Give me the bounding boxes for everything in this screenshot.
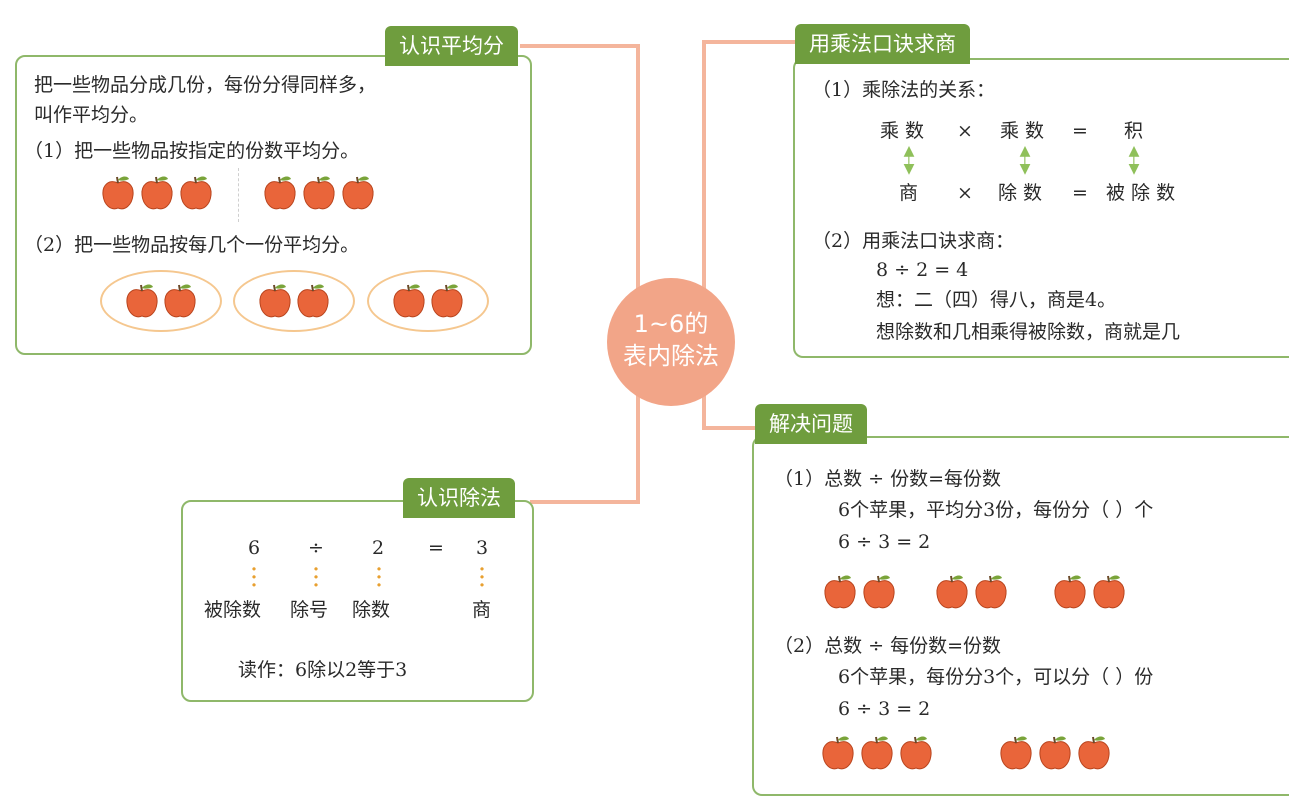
apple-icon [1076, 734, 1112, 772]
sp-item1: （1）总数 ÷ 份数=每份数 [774, 466, 1001, 492]
div-n2: 2 [372, 535, 384, 561]
mq-think: 想：二（四）得八，商是4。 [876, 287, 1116, 313]
apple-icon [340, 174, 376, 212]
mq-row2-b: 除 数 [998, 180, 1042, 206]
mq-row1-eq: = [1072, 118, 1088, 144]
apple-icon [822, 573, 858, 611]
recognize-division-title: 认识除法 [403, 478, 515, 518]
apple-icon [262, 174, 298, 212]
apple-icon [257, 282, 293, 320]
mq-item2: （2）用乘法口诀求商： [812, 228, 1014, 254]
connector-bottom-left [530, 500, 640, 504]
mq-row2-op: × [957, 180, 973, 206]
connector-top-left [520, 44, 640, 48]
apple-icon [998, 734, 1034, 772]
connector-left-vertical [636, 44, 640, 504]
apple-oval-group [367, 270, 489, 332]
apple-icon [429, 282, 465, 320]
connector-top-right [702, 40, 802, 44]
avg-definition-line1: 把一些物品分成几份，每份分得同样多， [34, 72, 376, 98]
apple-icon [973, 573, 1009, 611]
mq-rule: 想除数和几相乘得被除数，商就是几 [876, 319, 1180, 345]
sp-item1-equation: 6 ÷ 3 = 2 [838, 529, 930, 555]
double-arrow-icon: ▲│▼ [1128, 147, 1140, 174]
mq-row1-c: 积 [1124, 118, 1143, 144]
dotted-line-icon: ··· [373, 566, 385, 590]
sp-item2-equation: 6 ÷ 3 = 2 [838, 696, 930, 722]
apple-group [998, 734, 1112, 772]
div-n1: 6 [248, 535, 260, 561]
mq-row1-op: × [957, 118, 973, 144]
center-line2: 表内除法 [607, 340, 735, 372]
mq-row2-a: 商 [899, 180, 918, 206]
double-arrow-icon: ▲│▼ [1019, 147, 1031, 174]
mult-quotient-title: 用乘法口诀求商 [795, 24, 970, 64]
sp-item1-question: 6个苹果，平均分3份，每份分（ ）个 [838, 497, 1153, 523]
divider-dashed [238, 168, 239, 222]
apple-group [262, 174, 376, 212]
avg-item1: （1）把一些物品按指定的份数平均分。 [24, 138, 359, 164]
apple-icon [162, 282, 198, 320]
apple-icon [820, 734, 856, 772]
apple-group [934, 573, 1009, 611]
mult-quotient-box [793, 58, 1289, 358]
apple-icon [100, 174, 136, 212]
recognize-avg-title: 认识平均分 [385, 26, 518, 66]
apple-group [1052, 573, 1127, 611]
apple-group [822, 573, 897, 611]
apple-oval-group [233, 270, 355, 332]
center-topic: 1~6的 表内除法 [607, 278, 735, 406]
apple-icon [1037, 734, 1073, 772]
mq-item1: （1）乘除法的关系： [812, 77, 995, 103]
solve-problems-title: 解决问题 [755, 404, 867, 444]
dotted-line-icon: ··· [476, 566, 488, 590]
dotted-line-icon: ··· [310, 566, 322, 590]
apple-group [100, 174, 214, 212]
avg-item2: （2）把一些物品按每几个一份平均分。 [24, 232, 359, 258]
dotted-line-icon: ··· [248, 566, 260, 590]
div-read: 读作：6除以2等于3 [238, 657, 407, 683]
mq-example: 8 ÷ 2 = 4 [876, 257, 968, 283]
div-name-dividend: 被除数 [204, 597, 261, 623]
apple-icon [301, 174, 337, 212]
div-name-divisor: 除数 [352, 597, 390, 623]
sp-item2-question: 6个苹果，每份分3个，可以分（ ）份 [838, 664, 1153, 690]
apple-icon [139, 174, 175, 212]
div-name-sign: 除号 [290, 597, 328, 623]
sp-item2: （2）总数 ÷ 每份数=份数 [774, 633, 1001, 659]
apple-icon [861, 573, 897, 611]
avg-definition-line2: 叫作平均分。 [34, 102, 148, 128]
apple-group [820, 734, 934, 772]
center-line1: 1~6的 [607, 308, 735, 340]
mq-row2-eq: = [1072, 180, 1088, 206]
div-name-quotient: 商 [472, 597, 491, 623]
apple-icon [1052, 573, 1088, 611]
mq-row2-c: 被 除 数 [1106, 180, 1175, 206]
apple-icon [391, 282, 427, 320]
double-arrow-icon: ▲│▼ [903, 147, 915, 174]
div-n3: 3 [476, 535, 488, 561]
apple-icon [178, 174, 214, 212]
mq-row1-a: 乘 数 [880, 118, 924, 144]
apple-icon [934, 573, 970, 611]
apple-icon [898, 734, 934, 772]
apple-icon [1091, 573, 1127, 611]
apple-oval-group [100, 270, 222, 332]
apple-icon [859, 734, 895, 772]
apple-icon [295, 282, 331, 320]
div-op: ÷ [308, 535, 324, 561]
mq-row1-b: 乘 数 [1000, 118, 1044, 144]
div-eq: = [428, 535, 444, 561]
apple-icon [124, 282, 160, 320]
